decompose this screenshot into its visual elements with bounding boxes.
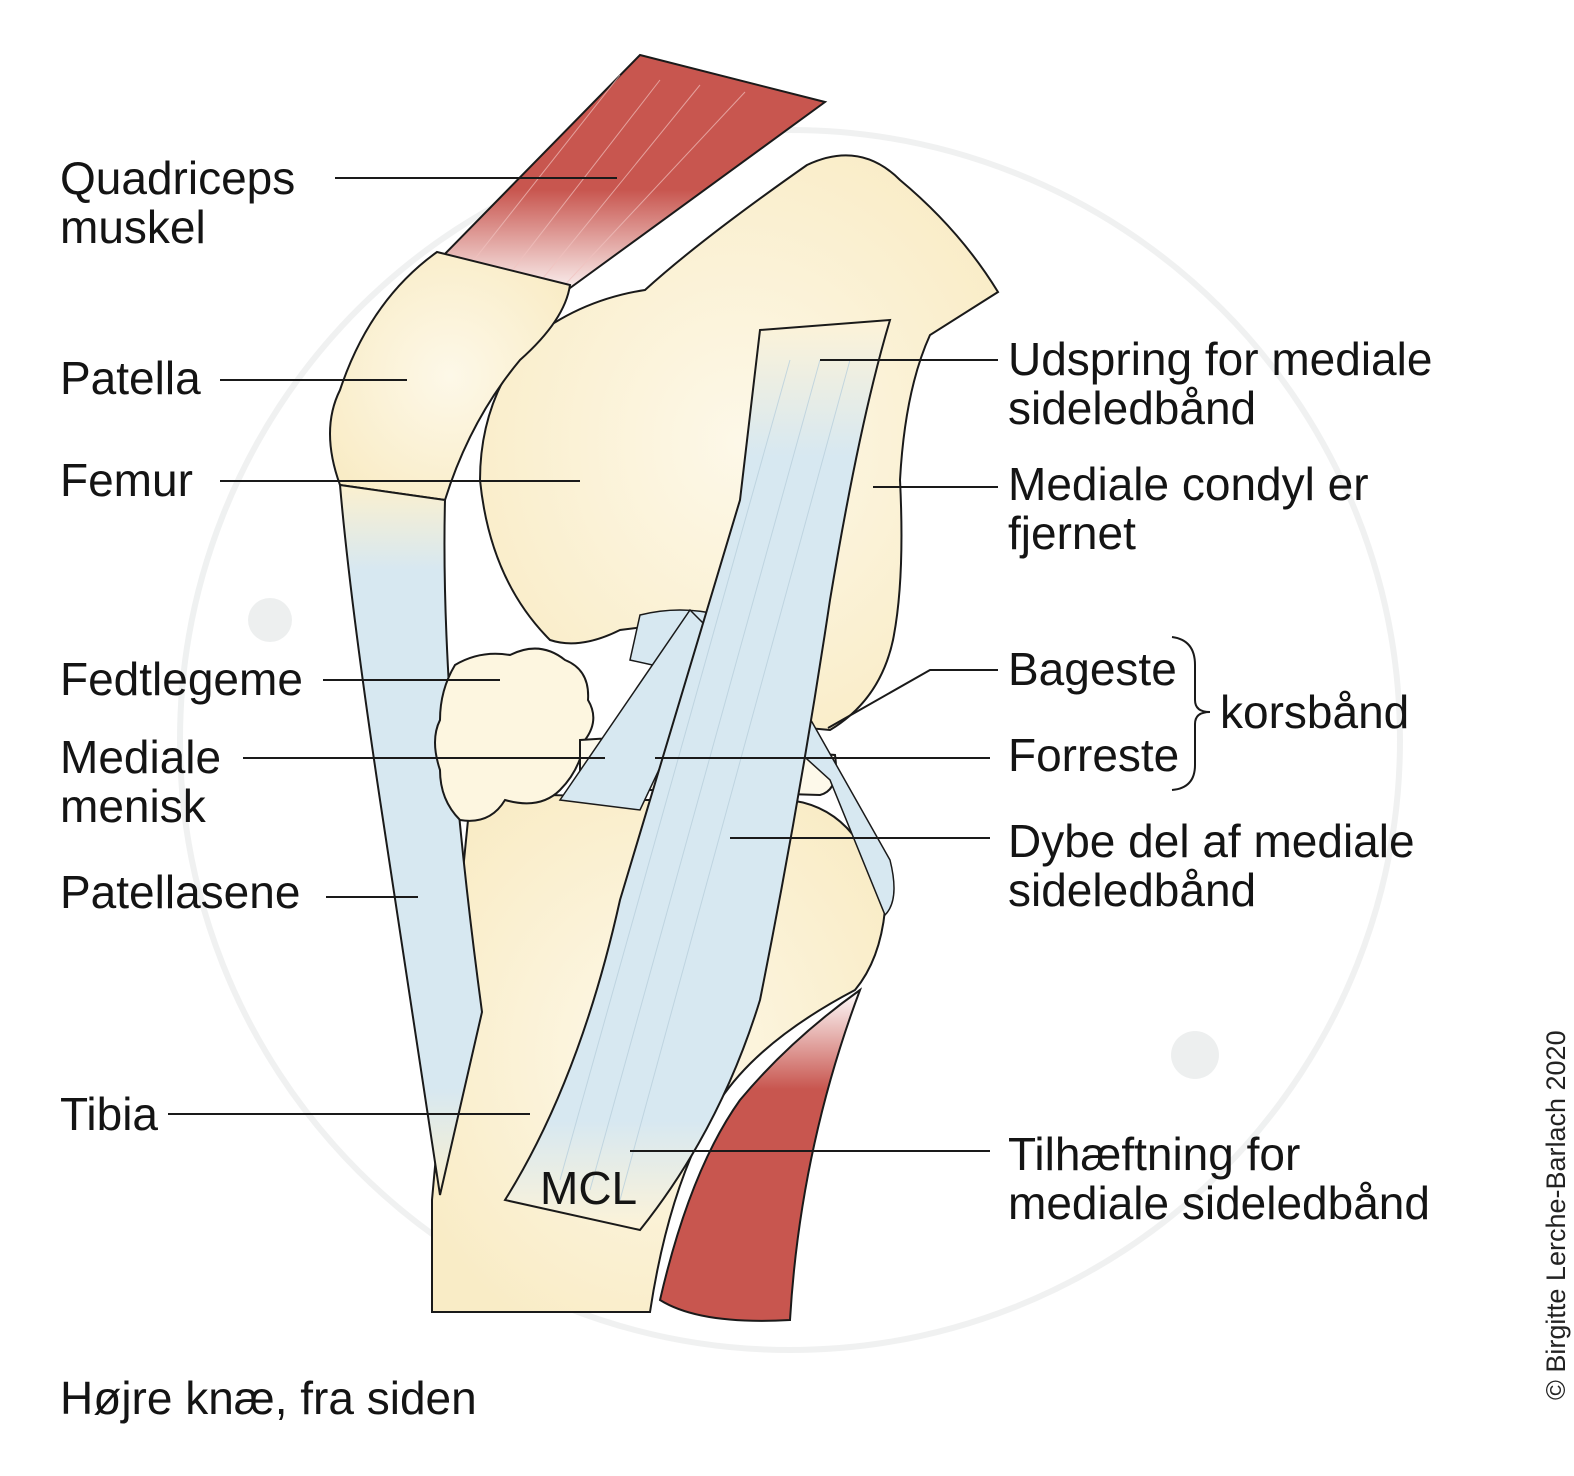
label-dybe-del: Dybe del af mediale sideledbånd (1008, 815, 1415, 916)
label-patellasene: Patellasene (60, 866, 301, 918)
patellar-tendon (338, 483, 484, 1196)
medial-collateral-ligament (503, 318, 892, 1232)
label-tilhaeftning: Tilhæftning for mediale sideledbånd (1008, 1128, 1430, 1229)
caption: Højre knæ, fra siden (60, 1372, 477, 1424)
label-udspring: Udspring for mediale sideledbånd (1008, 333, 1433, 434)
label-mediale-condyl: Mediale condyl er fjernet (1008, 458, 1369, 559)
label-korsbaand: korsbånd (1220, 686, 1410, 738)
label-quadriceps: Quadriceps muskel (60, 152, 296, 253)
label-patella: Patella (60, 352, 201, 404)
label-mediale-menisk: Mediale menisk (60, 731, 222, 832)
label-femur: Femur (60, 454, 193, 506)
label-tibia: Tibia (60, 1088, 158, 1140)
calf-muscle (658, 987, 863, 1322)
label-bageste: Bageste (1008, 643, 1177, 695)
femur-bone (478, 154, 1000, 732)
label-fedtlegeme: Fedtlegeme (60, 653, 303, 705)
leader-lines (168, 177, 1211, 1152)
label-mcl: MCL (540, 1162, 638, 1214)
fat-pad (434, 647, 595, 822)
watermark (177, 127, 1403, 1353)
label-forreste: Forreste (1008, 729, 1180, 781)
copyright: © Birgitte Lerche-Barlach 2020 (1541, 1030, 1571, 1400)
